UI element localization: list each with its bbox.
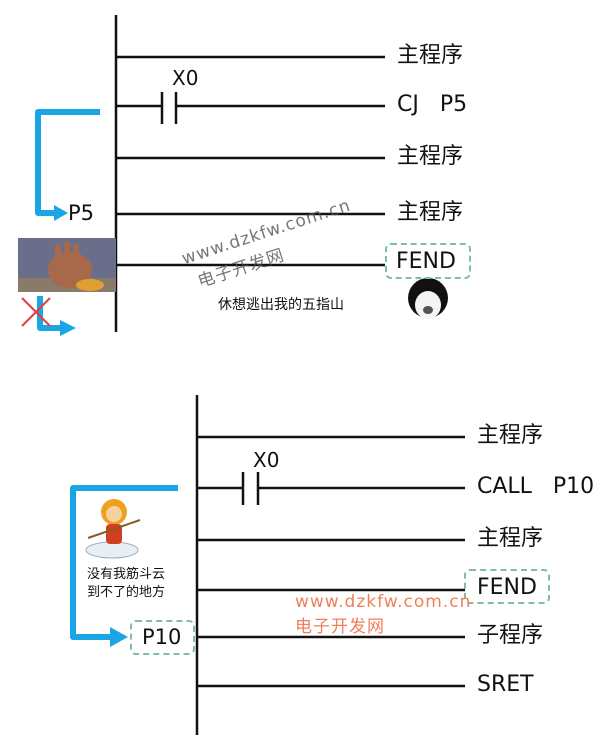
bottom-rung-1-label: 主程序 <box>477 423 544 448</box>
bottom-call-arrow <box>70 485 178 640</box>
top-contact-label: X0 <box>172 66 199 90</box>
bottom-caption-line2: 到不了的地方 <box>87 585 166 600</box>
bottom-rung-2-label: CALL P10 <box>477 474 595 499</box>
top-rung-4-label: 主程序 <box>397 200 464 225</box>
bottom-watermark-url: www.dzkfw.com.cn <box>295 592 472 612</box>
bottom-caption-line1: 没有我筋斗云 <box>87 567 166 582</box>
bottom-pointer-box <box>130 620 195 655</box>
top-blocked-arrowhead <box>60 320 76 336</box>
bottom-fend-box <box>464 569 550 604</box>
top-rung-1-label: 主程序 <box>397 43 464 68</box>
bottom-arrowhead <box>110 627 128 647</box>
top-blocked-arrow <box>37 296 62 331</box>
face-emoji-icon <box>408 278 448 319</box>
bottom-rung-5-label: 子程序 <box>477 623 544 648</box>
bottom-rung-3-label: 主程序 <box>477 526 544 551</box>
bottom-contact-label: X0 <box>253 448 280 472</box>
monkey-king-image <box>85 499 141 559</box>
bottom-pointer-label: P10 <box>142 625 182 649</box>
hand-image <box>18 238 116 292</box>
top-jump-label: P5 <box>68 201 95 225</box>
bottom-watermark-name: 电子开发网 <box>295 617 385 637</box>
top-caption: 休想逃出我的五指山 <box>218 297 344 313</box>
bottom-rung-4-label: FEND <box>477 575 537 600</box>
top-jump-arrow <box>35 109 100 216</box>
top-fend-box <box>385 243 471 279</box>
top-rung-5-label: FEND <box>396 249 456 274</box>
top-rung-2-label: CJ P5 <box>397 92 468 117</box>
top-arrowhead <box>54 205 68 221</box>
bottom-rung-6-label: SRET <box>477 672 534 697</box>
top-rung-3-label: 主程序 <box>397 144 464 169</box>
